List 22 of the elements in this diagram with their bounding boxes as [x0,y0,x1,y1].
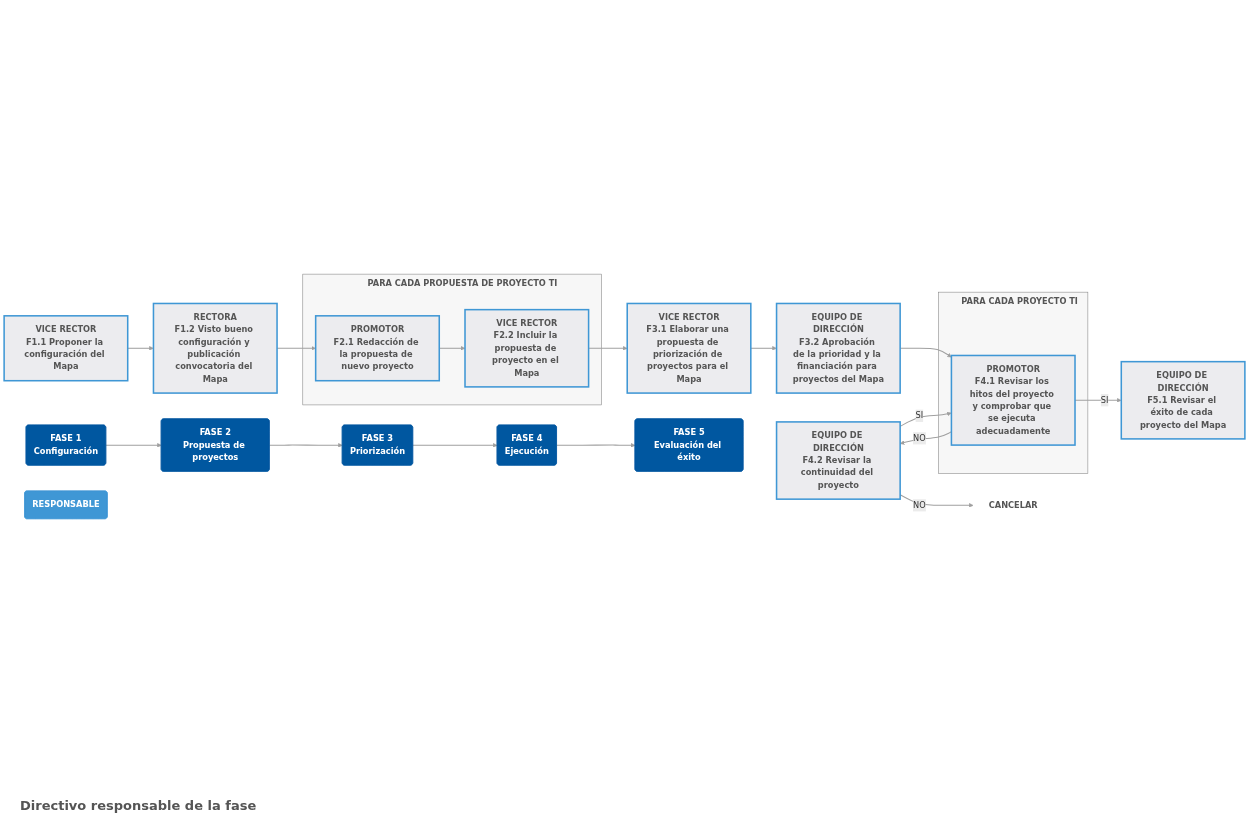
node-box: RECTORA F1.2 Visto bueno configuración y publicación convocatoria del Mapa [152,303,278,395]
arrow [412,443,498,448]
legend-note: Directivo responsable de la fase [20,798,257,813]
edge-label: NO [913,433,926,444]
node-text: CANCELAR [988,500,1038,511]
node-box: VICE RECTOR F3.1 Elaborar una propuesta de priorización de proyectos para el Mapa [626,303,752,395]
arrow [127,346,154,351]
arrow [750,346,777,351]
edge-label: NO [913,500,926,511]
node-box: PROMOTOR F4.1 Revisar los hitos del proyecto y comprobar que se ejecuta adecuadamente [950,355,1076,447]
node-box: VICE RECTOR F2.2 Incluir la propuesta de proyecto en el Mapa [464,309,590,388]
arrow [269,443,343,448]
edge-label: SI [1100,395,1109,406]
edge-label: SI [915,410,924,421]
node-box: EQUIPO DE DIRECCIÓN F5.1 Revisar el éxito de cada proyecto del Mapa [1120,361,1246,440]
arrow [556,443,636,448]
node-box: VICE RECTOR F1.1 Proponer la configuración del Mapa [3,315,129,382]
node-box: EQUIPO DE DIRECCIÓN F4.2 Revisar la continuidad del proyecto [775,421,901,501]
node-box: EQUIPO DE DIRECCIÓN F3.2 Aprobación de la prioridad y la financiación para proyectos del Mapa [775,303,901,395]
arrow [105,443,162,448]
arrow [588,346,628,351]
node-box: PROMOTOR F2.1 Redacción de la propuesta de nuevo proyecto [314,315,441,382]
